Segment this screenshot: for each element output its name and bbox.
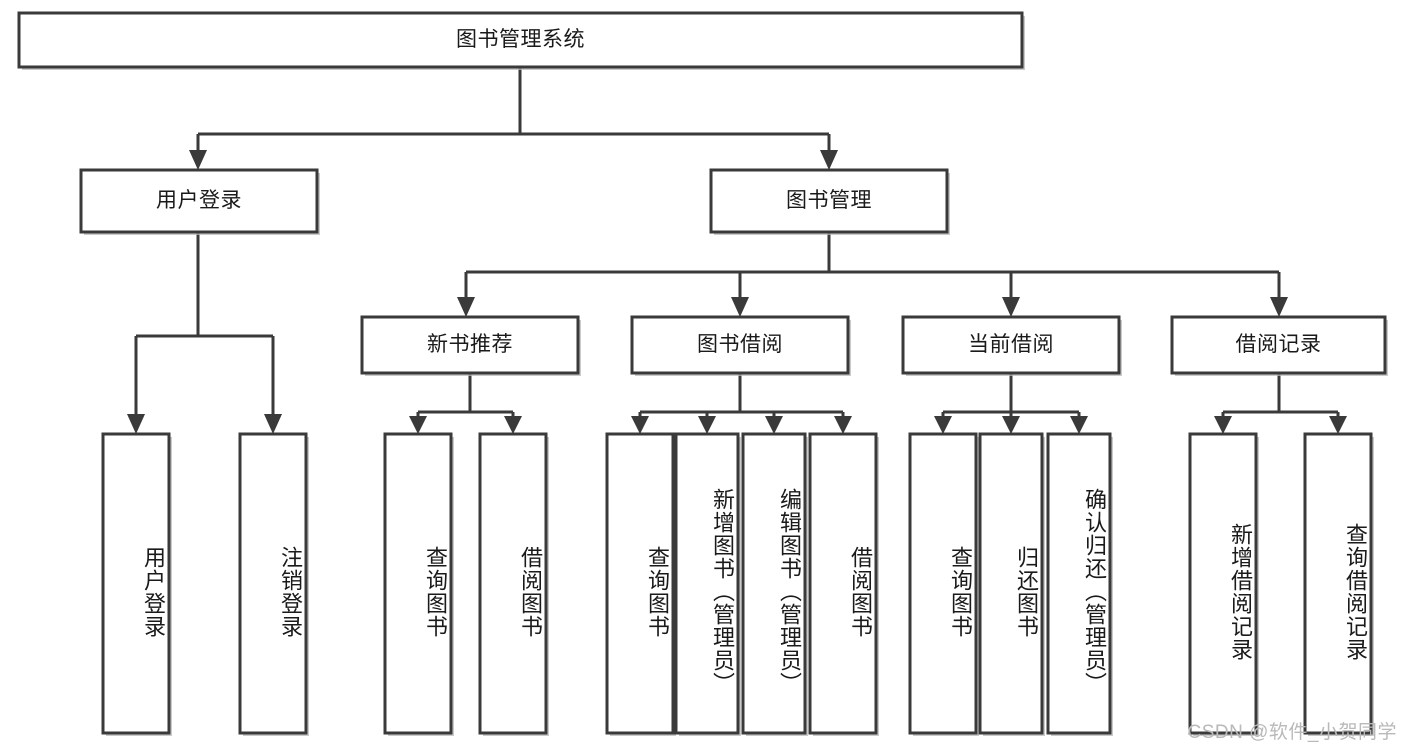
leaf-node-box[interactable] [101, 432, 171, 735]
leaf-node-box[interactable] [674, 432, 740, 735]
node-box-layer [17, 11, 1388, 736]
level3-node-box[interactable] [360, 315, 580, 375]
connector-layer [127, 67, 1347, 434]
arrowhead-current-borrow [1002, 297, 1020, 317]
arrowhead-new-book [457, 297, 475, 317]
arrowhead-record-leaf2 [1329, 416, 1347, 434]
arrowhead-current-leaf3 [1070, 416, 1088, 434]
level2-node-box[interactable] [709, 168, 949, 234]
level3-node-box[interactable] [630, 315, 850, 375]
arrowhead-book-borrow [731, 297, 749, 317]
leaf-node-box[interactable] [605, 432, 675, 735]
leaf-node-box[interactable] [1303, 432, 1373, 735]
leaf-node-box[interactable] [978, 432, 1044, 735]
leaf-node-box[interactable] [741, 432, 807, 735]
arrowhead-borrow-record [1270, 297, 1288, 317]
level3-node-box[interactable] [901, 315, 1121, 375]
leaf-node-box[interactable] [1188, 432, 1258, 735]
leaf-node-box[interactable] [238, 432, 308, 735]
level3-node-box[interactable] [1170, 315, 1387, 375]
arrowhead-user-login [189, 150, 207, 170]
arrowhead-borrow-leaf1 [631, 416, 649, 434]
leaf-node-box[interactable] [808, 432, 878, 735]
arrowhead-leaf-user-login [127, 414, 145, 434]
leaf-node-box[interactable] [908, 432, 978, 735]
level2-node-box[interactable] [79, 168, 319, 234]
arrowhead-record-leaf1 [1214, 416, 1232, 434]
arrowhead-newbook-leaf1 [409, 416, 427, 434]
arrowhead-borrow-leaf3 [765, 416, 783, 434]
arrowhead-borrow-leaf2 [698, 416, 716, 434]
arrowhead-book-manage [820, 150, 838, 170]
root-node-box[interactable] [17, 11, 1024, 69]
arrowhead-newbook-leaf2 [504, 416, 522, 434]
arrowhead-current-leaf1 [934, 416, 952, 434]
leaf-node-box[interactable] [383, 432, 453, 735]
arrowhead-current-leaf2 [1002, 416, 1020, 434]
leaf-node-box[interactable] [1046, 432, 1112, 735]
leaf-node-box[interactable] [478, 432, 548, 735]
arrowhead-borrow-leaf4 [834, 416, 852, 434]
arrowhead-leaf-user-logout [264, 414, 282, 434]
